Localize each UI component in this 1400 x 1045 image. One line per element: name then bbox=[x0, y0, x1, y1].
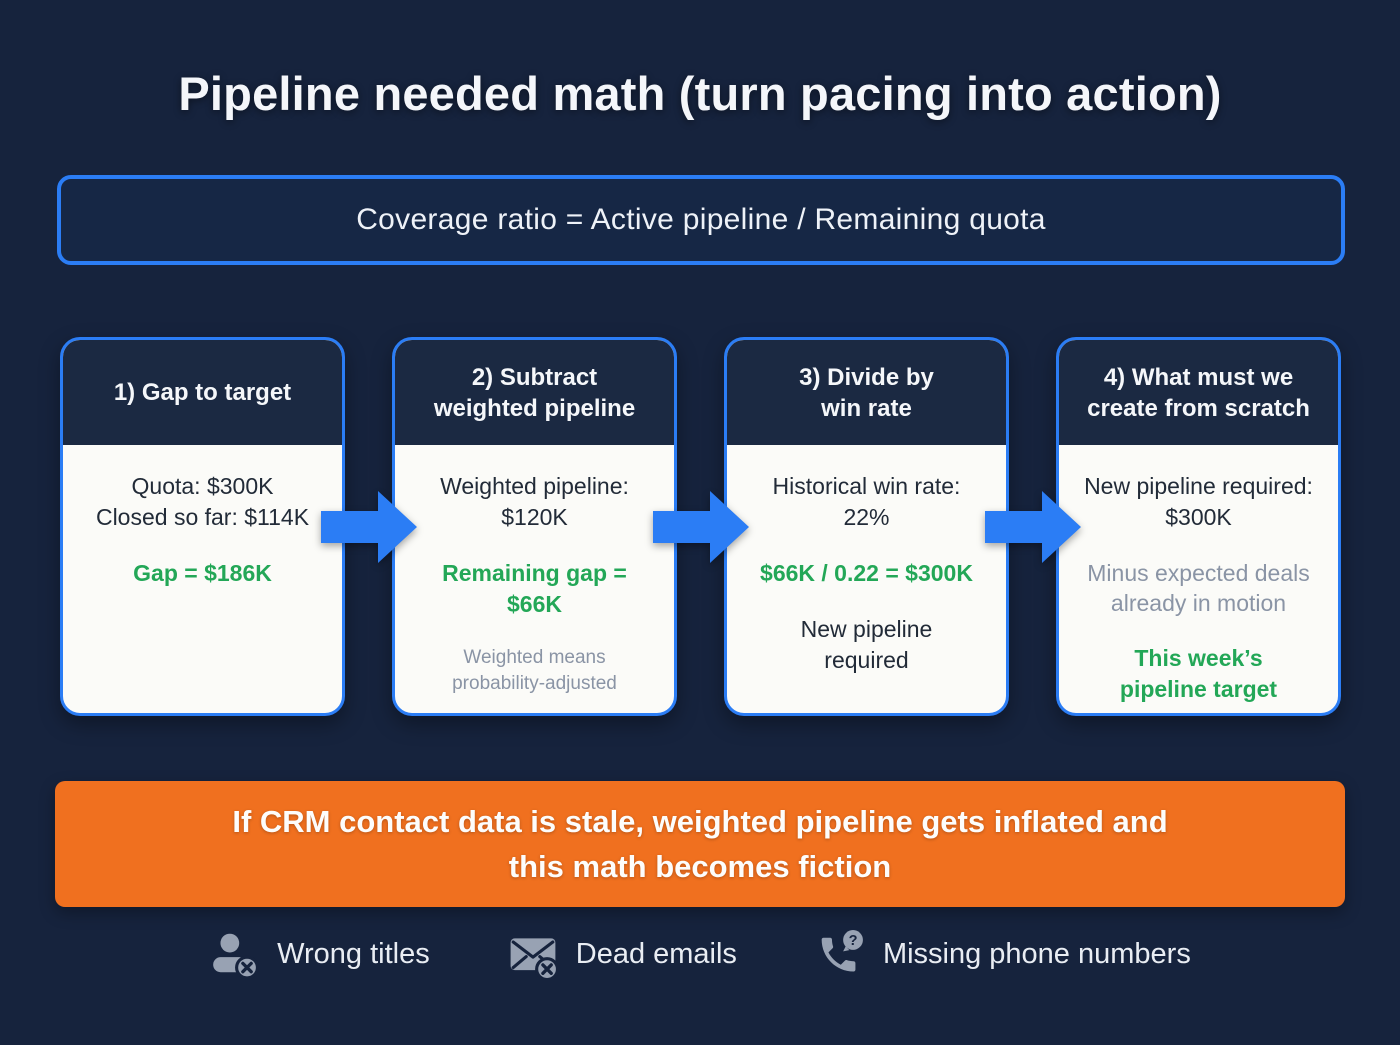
result-line: This week’s bbox=[1134, 645, 1263, 671]
step-3-header-line: 3) Divide by bbox=[799, 363, 934, 391]
result-line: Gap = $186K bbox=[133, 560, 272, 586]
flow-arrow-icon bbox=[985, 491, 1081, 563]
footer-label: Dead emails bbox=[575, 937, 737, 970]
step-1-header: 1) Gap to target bbox=[63, 340, 342, 445]
footer-label: Wrong titles bbox=[277, 937, 430, 970]
step-4-header: 4) What must we create from scratch bbox=[1059, 340, 1338, 445]
step-1-facts: Quota: $300K Closed so far: $114K bbox=[75, 471, 330, 533]
footer-label: Missing phone numbers bbox=[882, 937, 1191, 970]
warning-banner-text: If CRM contact data is stale, weighted p… bbox=[232, 804, 1168, 884]
person-x-icon bbox=[213, 933, 260, 979]
step-1-header-line: 1) Gap to target bbox=[113, 379, 292, 406]
step-4-header-line: 4) What must we bbox=[1103, 363, 1294, 391]
result-line: pipeline target bbox=[1119, 676, 1278, 702]
step-2-header: 2) Subtract weighted pipeline bbox=[395, 340, 674, 445]
question-badge-glyph: ? bbox=[849, 933, 858, 949]
step-card-create-from-scratch: 4) What must we create from scratch New … bbox=[1056, 337, 1341, 716]
fact-line: New pipeline required: bbox=[1084, 473, 1313, 499]
step-4-body: New pipeline required: $300K Minus expec… bbox=[1059, 445, 1338, 705]
step-card-divide-by-win-rate: 3) Divide by win rate Historical win rat… bbox=[724, 337, 1009, 716]
warning-banner: If CRM contact data is stale, weighted p… bbox=[55, 781, 1345, 907]
step-3-header: 3) Divide by win rate bbox=[727, 340, 1006, 445]
step-3-header-line: win rate bbox=[821, 394, 912, 422]
step-2-facts: Weighted pipeline: $120K bbox=[407, 471, 662, 533]
step-4-facts: New pipeline required: $300K bbox=[1071, 471, 1326, 533]
step-card-subtract-weighted-pipeline: 2) Subtract weighted pipeline Weighted p… bbox=[392, 337, 677, 716]
step-1-body: Quota: $300K Closed so far: $114K Gap = … bbox=[63, 445, 342, 589]
note-line: probability-adjusted bbox=[452, 673, 617, 694]
email-x-icon bbox=[510, 938, 558, 979]
fact-line: Closed so far: $114K bbox=[95, 504, 310, 530]
step-2-header-line: weighted pipeline bbox=[433, 394, 636, 422]
fact-line: required bbox=[824, 647, 909, 673]
footer-item-dead-emails: Dead emails bbox=[508, 929, 737, 979]
fact-line: Historical win rate: bbox=[772, 473, 961, 499]
step-3-facts: Historical win rate: 22% bbox=[739, 471, 994, 533]
note-line: Minus expected deals bbox=[1087, 560, 1310, 586]
step-3-extra: New pipeline required bbox=[739, 614, 994, 676]
step-card-gap-to-target: 1) Gap to target Quota: $300K Closed so … bbox=[60, 337, 345, 716]
result-line: $66K bbox=[507, 591, 562, 617]
coverage-formula-text: Coverage ratio = Active pipeline / Remai… bbox=[356, 203, 1046, 236]
step-2-note: Weighted means probability-adjusted bbox=[407, 645, 662, 697]
step-4-header-line: create from scratch bbox=[1087, 394, 1310, 422]
step-3-result: $66K / 0.22 = $300K bbox=[739, 558, 994, 589]
data-quality-row: Wrong titles Dead emails ? Mi bbox=[0, 922, 1400, 986]
result-line: $66K / 0.22 = $300K bbox=[760, 560, 973, 586]
phone-question-icon: ? bbox=[821, 930, 863, 972]
page-title: Pipeline needed math (turn pacing into a… bbox=[178, 67, 1222, 120]
fact-line: $300K bbox=[1165, 504, 1232, 530]
flow-arrow-icon bbox=[321, 491, 417, 563]
step-3-body: Historical win rate: 22% $66K / 0.22 = $… bbox=[727, 445, 1006, 676]
footer-item-missing-phone-numbers: ? Missing phone numbers bbox=[815, 929, 1191, 979]
step-1-result: Gap = $186K bbox=[75, 558, 330, 589]
step-4-result: This week’s pipeline target bbox=[1071, 643, 1326, 705]
fact-line: Weighted pipeline: bbox=[440, 473, 629, 499]
fact-line: $120K bbox=[501, 504, 568, 530]
step-2-result: Remaining gap = $66K bbox=[407, 558, 662, 620]
coverage-formula-box: Coverage ratio = Active pipeline / Remai… bbox=[57, 175, 1345, 265]
step-2-header-line: 2) Subtract bbox=[471, 363, 598, 391]
step-4-note: Minus expected deals already in motion bbox=[1071, 558, 1326, 618]
result-line: Remaining gap = bbox=[442, 560, 627, 586]
flow-arrow-icon bbox=[653, 491, 749, 563]
note-line: already in motion bbox=[1110, 590, 1287, 616]
fact-line: Quota: $300K bbox=[131, 473, 274, 499]
fact-line: New pipeline bbox=[800, 616, 933, 642]
fact-line: 22% bbox=[843, 504, 890, 530]
note-line: Weighted means bbox=[463, 647, 606, 668]
step-2-body: Weighted pipeline: $120K Remaining gap =… bbox=[395, 445, 674, 697]
steps-row: 1) Gap to target Quota: $300K Closed so … bbox=[60, 337, 1341, 716]
footer-item-wrong-titles: Wrong titles bbox=[209, 929, 430, 979]
